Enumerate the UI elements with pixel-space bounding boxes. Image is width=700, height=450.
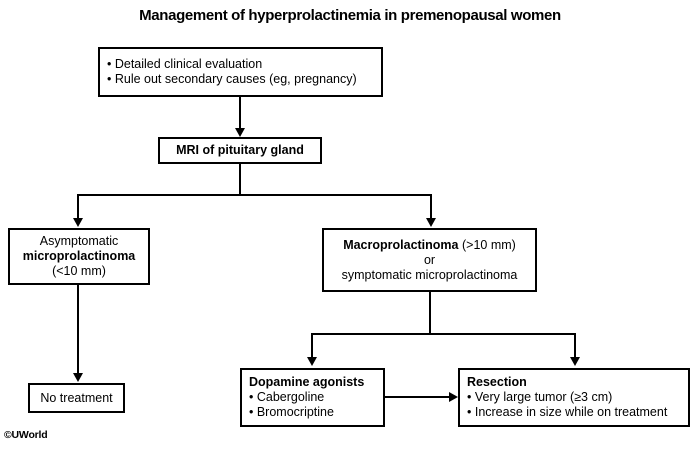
micro-line-3: (<10 mm) (52, 264, 106, 278)
arrowhead-macro-to-resection (570, 357, 580, 366)
no-treatment-label: No treatment (40, 390, 113, 405)
dopamine-bullet-2: • Bromocriptine (249, 405, 334, 419)
node-dopamine-agonists: Dopamine agonists • Cabergoline • Bromoc… (240, 368, 385, 427)
node-initial-evaluation: • Detailed clinical evaluation • Rule ou… (98, 47, 383, 97)
arrowhead-macro-to-dopamine (307, 357, 317, 366)
macro-line-2: or (423, 252, 436, 267)
macro-line-3: symptomatic microprolactinoma (341, 267, 518, 282)
node-asymptomatic-microprolactinoma: Asymptomatic microprolactinoma (<10 mm) (8, 228, 150, 285)
arrowhead-mri-to-macro (426, 218, 436, 227)
connector-macro-to-dopamine (311, 333, 313, 358)
arrowhead-micro-to-no-treatment (73, 373, 83, 382)
connector-dopamine-to-resection (385, 396, 449, 398)
node-no-treatment: No treatment (28, 383, 125, 413)
connector-mri-to-micro (77, 194, 79, 219)
connector-macro-split-bar (311, 333, 576, 335)
dopamine-heading: Dopamine agonists (249, 375, 365, 389)
node-macroprolactinoma: Macroprolactinoma (>10 mm) or symptomati… (322, 228, 537, 292)
page-title: Management of hyperprolactinemia in prem… (139, 7, 561, 24)
node-resection: Resection • Very large tumor (≥3 cm) • I… (458, 368, 690, 427)
connector-mri-to-macro (430, 194, 432, 219)
resection-bullet-1: • Very large tumor (≥3 cm) (467, 390, 613, 404)
micro-line-2: microprolactinoma (22, 249, 136, 263)
connector-eval-to-mri (239, 97, 241, 128)
initial-eval-bullet-2: • Rule out secondary causes (eg, pregnan… (107, 72, 357, 86)
arrowhead-eval-to-mri (235, 128, 245, 137)
macro-line-1-bold: Macroprolactinoma (343, 237, 459, 252)
arrowhead-dopamine-to-resection (449, 392, 458, 402)
connector-macro-stem (429, 292, 431, 334)
resection-bullet-2: • Increase in size while on treatment (467, 405, 668, 419)
connector-macro-to-resection (574, 333, 576, 358)
macro-line-1: Macroprolactinoma (>10 mm) (331, 238, 528, 253)
connector-mri-split-bar (77, 194, 432, 196)
micro-line-1: Asymptomatic (39, 234, 119, 248)
connector-mri-stem (239, 164, 241, 195)
initial-eval-bullet-1: • Detailed clinical evaluation (107, 57, 263, 71)
resection-heading: Resection (467, 375, 527, 389)
dopamine-bullet-1: • Cabergoline (249, 390, 325, 404)
macro-line-1-rest: (>10 mm) (461, 237, 516, 252)
arrowhead-mri-to-micro (73, 218, 83, 227)
mri-label: MRI of pituitary gland (176, 143, 304, 157)
copyright-label: ©UWorld (4, 429, 48, 441)
node-mri: MRI of pituitary gland (158, 137, 322, 164)
connector-micro-to-no-treatment (77, 285, 79, 374)
